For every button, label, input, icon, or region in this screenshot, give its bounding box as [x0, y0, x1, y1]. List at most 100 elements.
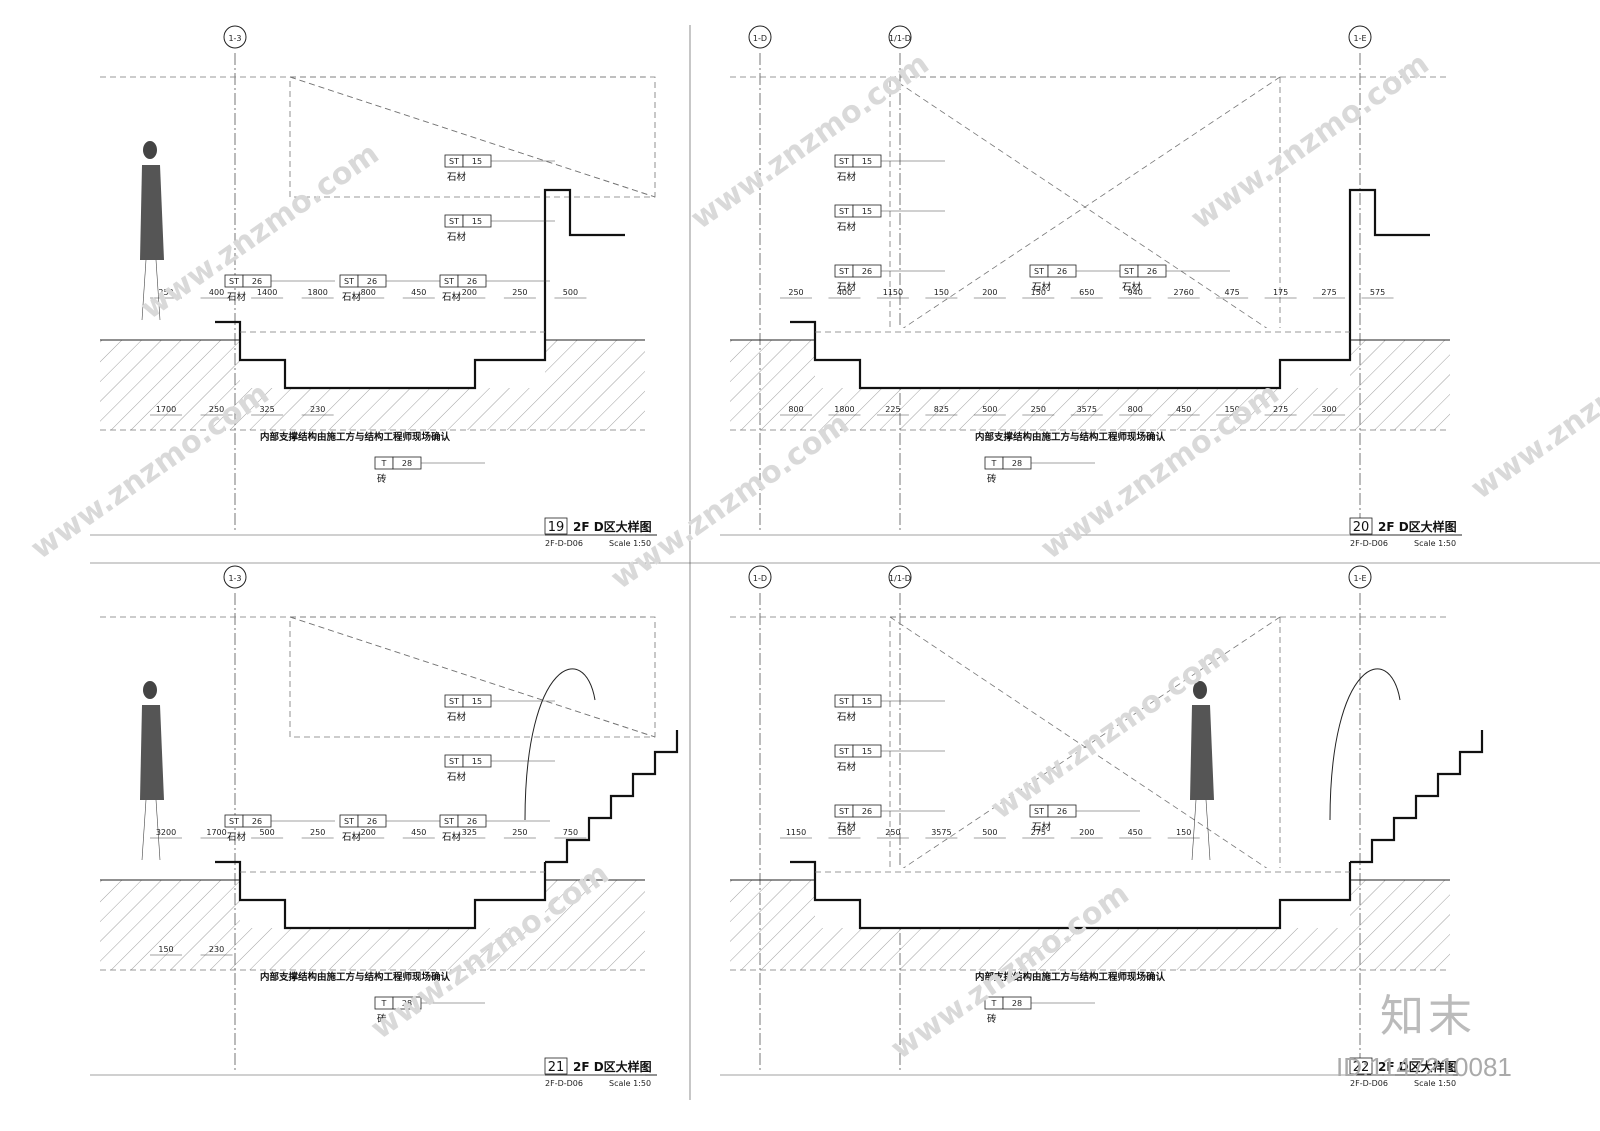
opening-diagonal: [889, 76, 1281, 338]
tag-code: ST: [449, 697, 459, 706]
tag-code: ST: [444, 277, 454, 286]
tag-material-label: 石材: [227, 831, 247, 843]
tag-number: 15: [472, 217, 482, 226]
dimension-value: 500: [982, 405, 997, 414]
tag-material-label: 石材: [837, 171, 857, 183]
dimension-value: 200: [361, 828, 376, 837]
tag-number: 15: [862, 157, 872, 166]
tag-number: 15: [862, 697, 872, 706]
tag-code: T: [381, 459, 387, 468]
dimension-value: 200: [982, 288, 997, 297]
tag-number: 26: [862, 807, 872, 816]
grid-bubble: [223, 25, 247, 49]
dimension-value: 450: [411, 828, 426, 837]
stair-steps: [545, 730, 679, 864]
tag-material-label: 砖: [377, 473, 387, 485]
dimension-value: 225: [885, 405, 900, 414]
tag-material-label: 砖: [987, 1013, 997, 1025]
dimension-value: 250: [310, 828, 325, 837]
tag-material-label: 砖: [377, 1013, 387, 1025]
title-number-box: [1349, 517, 1373, 535]
grid-label: 1/1-D: [889, 574, 911, 583]
tag-code: ST: [344, 277, 354, 286]
opening-diagonal: [889, 616, 1281, 878]
dimension-value: 1150: [786, 828, 806, 837]
dimension-value: 200: [1079, 828, 1094, 837]
tag-number: 15: [472, 757, 482, 766]
pool-basin-section: [790, 860, 1352, 930]
tag-code: ST: [839, 697, 849, 706]
tag-code: ST: [839, 207, 849, 216]
tag-number: 26: [252, 277, 262, 286]
figure-dress: [140, 705, 164, 800]
tag-number: 28: [1012, 999, 1022, 1008]
detail-title: 2F D区大样图: [1378, 519, 1457, 534]
water-body: [815, 328, 1350, 388]
tag-material-label: 石材: [442, 291, 462, 303]
figure-leg: [141, 259, 147, 321]
tag-material-label: 石材: [1032, 281, 1052, 293]
tag-number: 15: [862, 207, 872, 216]
dimension-value: 175: [1273, 288, 1288, 297]
grid-bubble: [748, 565, 772, 589]
dimension-value: 475: [1225, 288, 1240, 297]
title-number-box: [544, 1057, 568, 1075]
dimension-value: 450: [411, 288, 426, 297]
dimension-value: 500: [982, 828, 997, 837]
dimension-value: 275: [1273, 405, 1288, 414]
figure-dress: [1190, 705, 1214, 800]
dimension-value: 3200: [156, 828, 176, 837]
dimension-value: 150: [1031, 288, 1046, 297]
sheet-frame: [90, 25, 1600, 1100]
tag-material-label: 石材: [837, 761, 857, 773]
tag-number: 28: [1012, 459, 1022, 468]
grid-label: 1-D: [753, 574, 767, 583]
tag-code: ST: [444, 817, 454, 826]
grid-label: 1-E: [1353, 574, 1366, 583]
dimension-value: 800: [1128, 405, 1143, 414]
dimension-value: 275: [1031, 828, 1046, 837]
grid-bubble: [1348, 25, 1372, 49]
figure-dress: [140, 165, 164, 260]
image-id: ID:1147210081: [1336, 1052, 1512, 1082]
opening-outline: [289, 76, 656, 198]
dimension-value: 250: [158, 288, 173, 297]
tag-material-label: 石材: [447, 771, 467, 783]
tag-code: T: [381, 999, 387, 1008]
dimension-value: 750: [563, 828, 578, 837]
tag-number: 15: [472, 697, 482, 706]
dimension-value: 250: [209, 405, 224, 414]
dimension-value: 250: [885, 828, 900, 837]
dimension-value: 800: [361, 288, 376, 297]
figure-leg: [141, 799, 147, 861]
tag-code: ST: [1034, 267, 1044, 276]
grid-bubble: [888, 25, 912, 49]
grid-bubble: [1348, 565, 1372, 589]
title-number: 22: [1353, 1060, 1370, 1075]
dimension-value: 500: [563, 288, 578, 297]
construction-note: 内部支撑结构由施工方与结构工程师现场确认: [975, 431, 1166, 443]
dimension-value: 250: [788, 288, 803, 297]
tag-number: 28: [402, 999, 412, 1008]
dimension-value: 325: [462, 828, 477, 837]
construction-note: 内部支撑结构由施工方与结构工程师现场确认: [260, 971, 451, 983]
watermark-text: www.znzmo.com: [685, 46, 936, 236]
dimension-value: 1700: [206, 828, 226, 837]
scale-label: Scale 1:50: [1414, 539, 1456, 548]
dimension-value: 1150: [883, 288, 903, 297]
title-number-box: [1349, 1057, 1373, 1075]
tag-number: 26: [367, 817, 377, 826]
dimension-value: 200: [462, 288, 477, 297]
grid-label: 1-D: [753, 34, 767, 43]
